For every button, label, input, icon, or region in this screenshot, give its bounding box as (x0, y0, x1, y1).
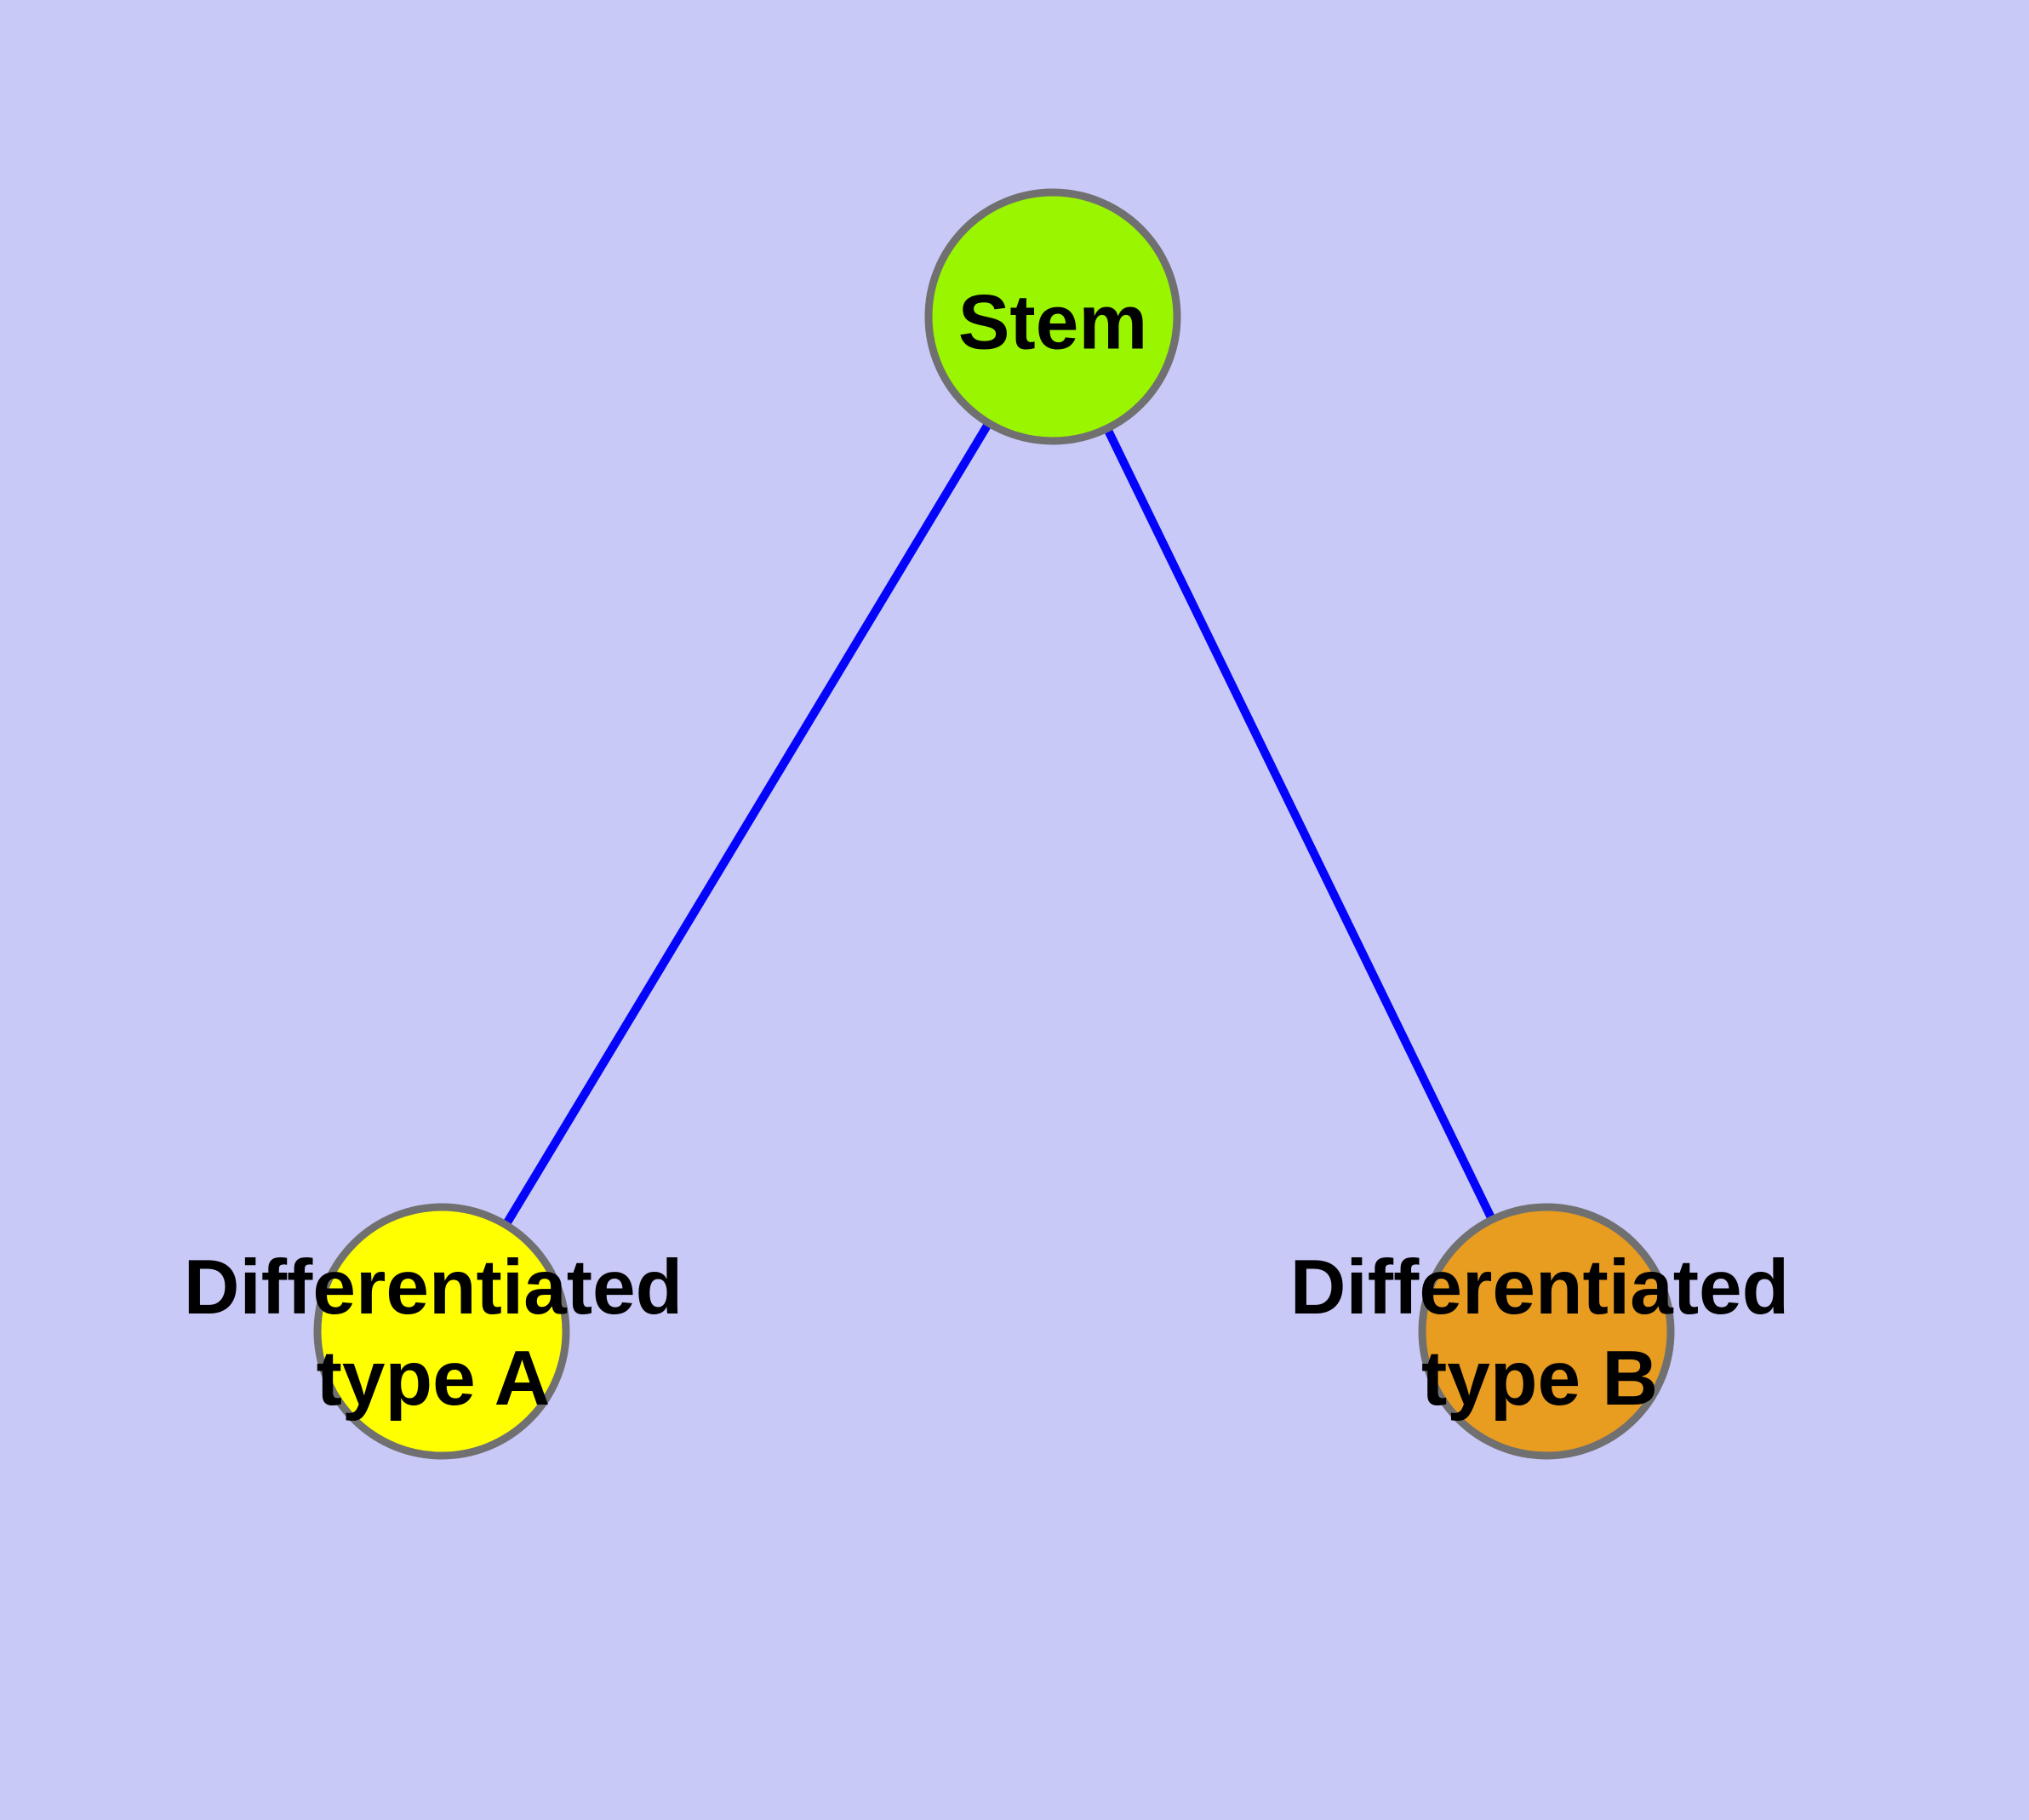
node-differentiated-type-b (1418, 1203, 1675, 1460)
edge-stem-to-type-a (437, 314, 1057, 1334)
edge-stem-to-type-b (1049, 314, 1551, 1334)
node-stem (924, 188, 1181, 445)
node-differentiated-type-a (313, 1203, 570, 1460)
